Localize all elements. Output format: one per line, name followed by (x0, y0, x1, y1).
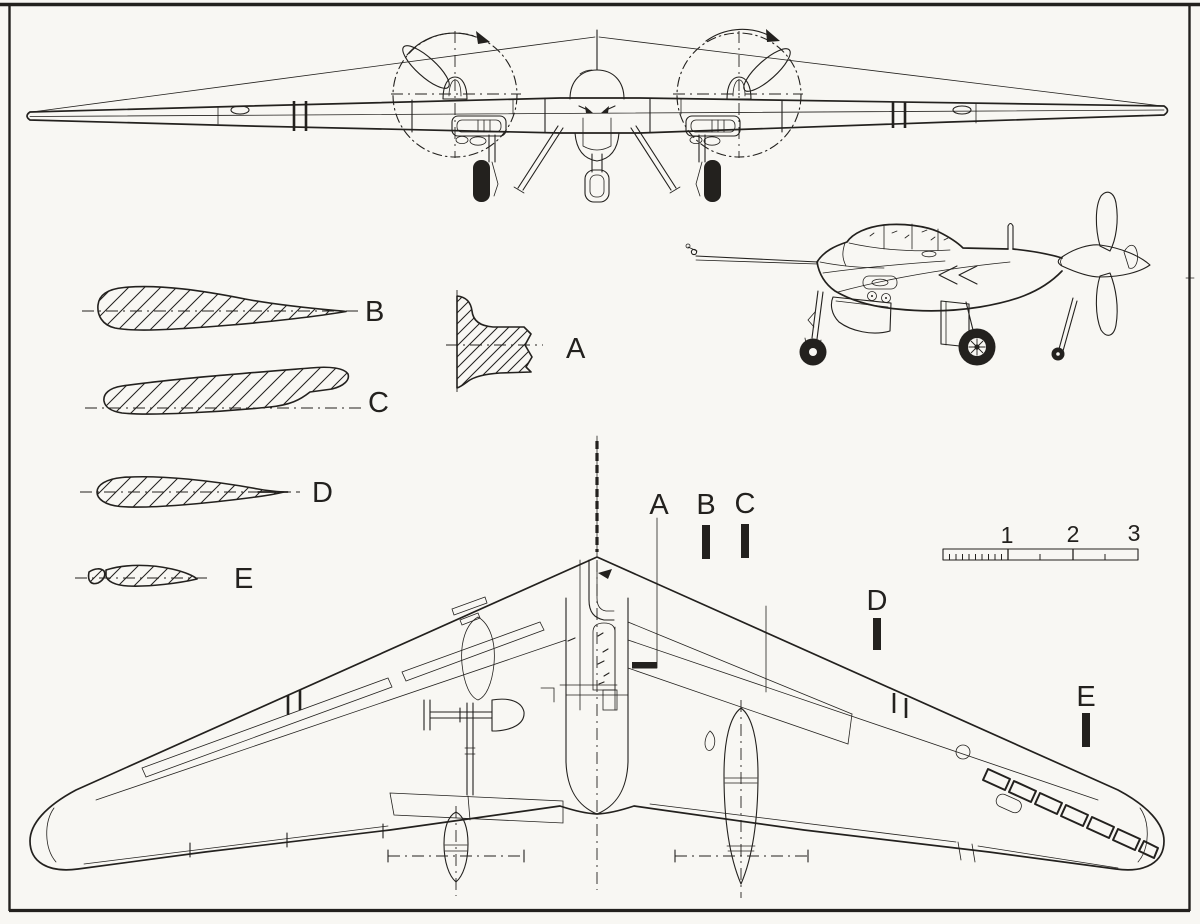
side-view-nose-gear (799, 290, 827, 366)
side-view (685, 191, 1151, 366)
section-marker-b-label: B (696, 489, 715, 521)
section-marker-e: E (1076, 681, 1096, 747)
section-marker-d-label: D (867, 585, 888, 617)
front-view-main-gear-right (695, 134, 721, 202)
airfoil-section-e: E (75, 563, 253, 595)
scale-tick-3: 3 (1128, 520, 1141, 546)
section-marker-a-label: A (649, 489, 669, 521)
airfoil-section-b: B (82, 285, 384, 331)
airfoil-section-e-label: E (234, 563, 253, 595)
airfoil-section-c: C (85, 366, 389, 419)
right-tip-slat-row (982, 768, 1159, 859)
airfoil-section-d-label: D (312, 477, 333, 509)
section-marker-c-label: C (735, 488, 756, 520)
section-marker-c: C (735, 488, 756, 558)
airfoil-section-c-label: C (368, 387, 389, 419)
prop-rotation-arrow-right (705, 28, 780, 42)
side-view-main-gear (940, 300, 996, 366)
section-marker-d: D (867, 585, 888, 650)
prop-rotation-arrow-left (406, 31, 490, 56)
section-marker-e-label: E (1076, 681, 1095, 713)
airfoil-section-d: D (80, 475, 333, 509)
section-marker-a: A (632, 489, 669, 669)
front-view-main-gear-left (473, 134, 499, 202)
root-detail-a: A (446, 290, 586, 392)
root-detail-a-label: A (566, 333, 586, 365)
plan-view: A B C D E (29, 435, 1165, 898)
airfoil-section-b-label: B (365, 296, 384, 328)
section-marker-b: B (696, 489, 716, 559)
front-view-nose-gear (584, 153, 610, 203)
front-view (26, 28, 1169, 203)
scale-tick-1: 1 (1001, 522, 1014, 548)
scale-tick-2: 2 (1067, 521, 1080, 547)
right-propeller-pod (674, 700, 809, 898)
side-view-tail-wheel (1051, 297, 1078, 361)
scale-bar: 1 2 3 (942, 520, 1141, 561)
left-propeller-pod (387, 806, 525, 896)
